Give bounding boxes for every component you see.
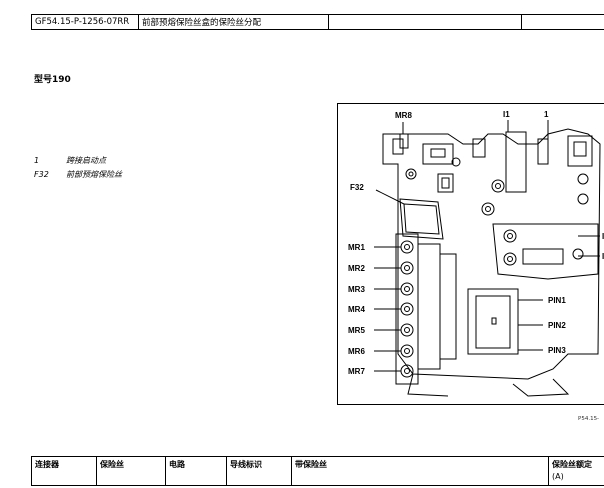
table-header-row: 连接器 保险丝 电路 导线标识 带保险丝 保险丝额定 (A) (31, 456, 604, 486)
label-mr8: MR8 (395, 111, 412, 120)
col-header: 连接器 (31, 456, 97, 486)
doc-id: GF54.15-P-1256-07RR (31, 14, 139, 30)
legend: 1 跨接启动点 F32 前部预熔保险丝 (34, 153, 122, 181)
document-header: GF54.15-P-1256-07RR 前部预熔保险丝盒的保险丝分配 (31, 14, 604, 30)
label-1: 1 (544, 110, 549, 119)
col-header: 电路 (165, 456, 227, 486)
col-header: 保险丝 (96, 456, 166, 486)
label-pin2: PIN2 (548, 321, 566, 330)
label-mr1: MR1 (348, 243, 365, 252)
legend-text: 前部预熔保险丝 (66, 169, 122, 179)
legend-item: 1 跨接启动点 (34, 153, 122, 167)
col-header-rating: 保险丝额定 (A) (548, 456, 604, 486)
header-cell-4 (521, 14, 604, 30)
legend-item: F32 前部预熔保险丝 (34, 167, 122, 181)
col-header: 导线标识 (226, 456, 292, 486)
label-pin3: PIN3 (548, 346, 566, 355)
legend-text: 跨接启动点 (66, 155, 106, 165)
label-mr2: MR2 (348, 264, 365, 273)
legend-code: F32 (34, 169, 49, 179)
fuse-table: 连接器 保险丝 电路 导线标识 带保险丝 保险丝额定 (A) (31, 456, 604, 486)
model-heading: 型号190 (34, 75, 71, 85)
label-right-2: I (602, 252, 604, 261)
label-i1: I1 (503, 110, 510, 119)
label-mr7: MR7 (348, 367, 365, 376)
col-header: 带保险丝 (291, 456, 549, 486)
doc-title: 前部预熔保险丝盒的保险丝分配 (138, 14, 329, 30)
label-pin1: PIN1 (548, 296, 566, 305)
label-mr3: MR3 (348, 285, 365, 294)
col-header-unit: (A) (552, 472, 564, 481)
label-right-1: I (602, 232, 604, 241)
label-f32: F32 (350, 183, 364, 192)
figure-caption: P54.15- (578, 416, 600, 422)
fuse-box-figure: MR8 I1 1 F32 MR1 MR2 MR3 MR4 MR5 MR6 MR7… (337, 103, 604, 405)
legend-code: 1 (34, 155, 40, 165)
label-mr6: MR6 (348, 347, 365, 356)
col-header: 保险丝额定 (552, 460, 592, 469)
label-mr5: MR5 (348, 326, 365, 335)
label-mr4: MR4 (348, 305, 365, 314)
fuse-box-drawing: MR8 I1 1 F32 MR1 MR2 MR3 MR4 MR5 MR6 MR7… (348, 110, 604, 397)
header-cell-3 (328, 14, 522, 30)
